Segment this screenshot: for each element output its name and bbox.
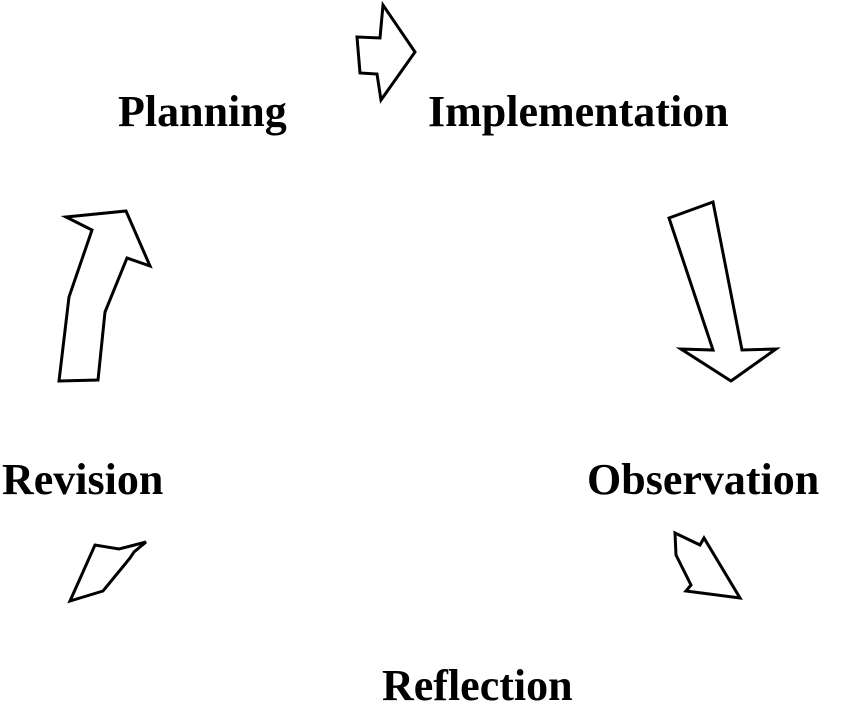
- stage-observation-label: Observation: [587, 455, 820, 504]
- arrow-observation-to-reflection: [673, 530, 743, 600]
- arrow-implementation-to-observation: [667, 199, 781, 383]
- stage-revision-label: Revision: [2, 455, 164, 504]
- stage-planning-label: Planning: [118, 87, 287, 136]
- arrow-revision-to-planning: [57, 209, 153, 383]
- arrow-planning-to-implementation: [355, 0, 417, 104]
- stage-implementation-label: Implementation: [428, 87, 729, 136]
- arrow-reflection-to-revision: [67, 540, 147, 604]
- stage-reflection-label: Reflection: [382, 661, 573, 710]
